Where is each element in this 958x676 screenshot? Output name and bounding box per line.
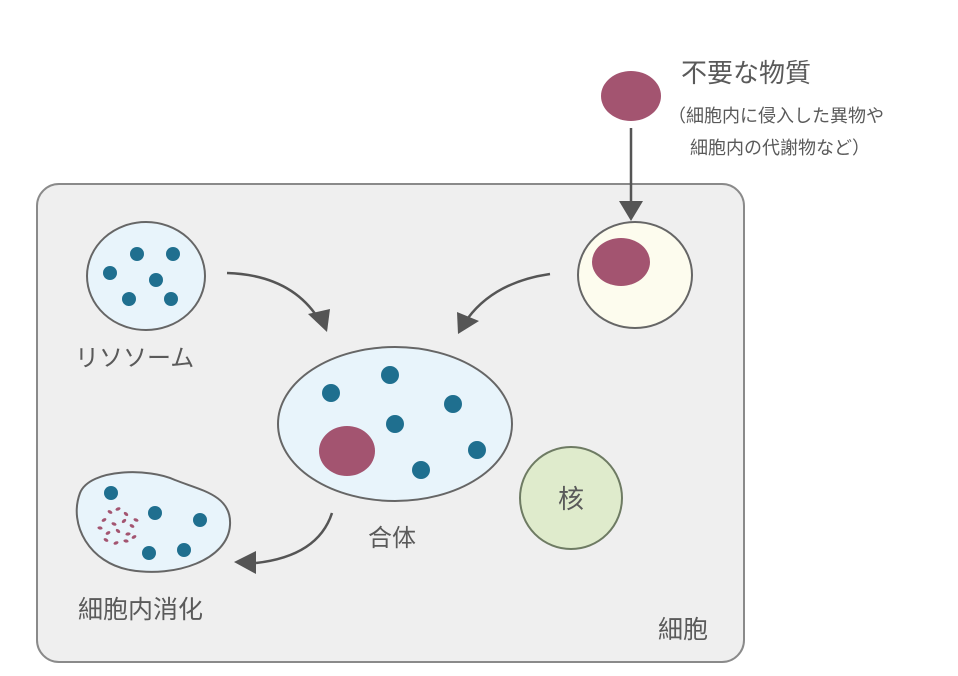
enzyme-dot: [103, 266, 117, 280]
unwanted-substance-note-line1: （細胞内に侵入した異物や: [668, 106, 884, 127]
arrow-lysosome-to-fusion-head: [308, 309, 330, 332]
digested-fragments: [97, 507, 139, 545]
digested-fragment: [97, 526, 103, 530]
unwanted-substance-blob: [601, 71, 661, 121]
digested-fragment: [123, 511, 129, 517]
enzyme-dot: [468, 441, 486, 459]
enzyme-dot: [412, 461, 430, 479]
enzyme-dot: [166, 247, 180, 261]
digested-fragment: [113, 541, 119, 545]
enzyme-dot: [381, 366, 399, 384]
digested-fragment: [125, 532, 131, 536]
nucleus: [519, 446, 623, 550]
enzyme-dot: [122, 292, 136, 306]
enzyme-dot: [177, 543, 191, 557]
enzyme-dot: [130, 247, 144, 261]
cell-label: 細胞: [658, 615, 708, 644]
unwanted-substance-label: 不要な物質: [681, 59, 811, 89]
digested-fragment: [115, 528, 121, 534]
lysosome-label: リソソーム: [75, 344, 194, 372]
fusion-substance: [319, 426, 375, 476]
digested-fragment: [121, 518, 127, 524]
arrow-phagosome-to-fusion-head: [457, 312, 479, 334]
arrow-fusion-to-digestion-head: [234, 551, 256, 574]
digested-fragment: [107, 510, 113, 514]
digested-fragment: [115, 507, 121, 511]
arrow-lysosome-to-fusion-shaft: [226, 271, 320, 319]
digested-fragment: [103, 538, 109, 542]
digestion-label: 細胞内消化: [78, 595, 203, 624]
arrow-substance-to-phagosome-head: [619, 201, 643, 221]
digested-fragment: [129, 524, 135, 528]
enzyme-dot: [386, 415, 404, 433]
digested-fragment: [111, 522, 117, 526]
arrow-fusion-to-digestion-shaft: [255, 512, 334, 565]
enzyme-dot: [148, 506, 162, 520]
fusion-label: 合体: [368, 524, 416, 552]
digested-fragment: [105, 531, 111, 535]
fusion-enzymes: [322, 366, 486, 479]
digestion-enzymes: [104, 486, 207, 560]
enzyme-dot: [149, 273, 163, 287]
enzyme-dot: [322, 384, 340, 402]
digested-fragment: [101, 518, 107, 522]
digested-fragment: [123, 539, 129, 543]
enzyme-dot: [104, 486, 118, 500]
digested-fragment: [131, 535, 137, 539]
digested-fragment: [133, 518, 139, 522]
phagosome-substance: [592, 238, 650, 286]
arrow-phagosome-to-fusion-shaft: [467, 272, 551, 319]
enzyme-dot: [193, 513, 207, 527]
lysosome-enzymes: [103, 247, 180, 306]
enzyme-dot: [164, 292, 178, 306]
enzyme-dot: [142, 546, 156, 560]
enzyme-dot: [444, 395, 462, 413]
unwanted-substance-note-line2: 細胞内の代謝物など）: [690, 138, 870, 159]
nucleus-label: 核: [558, 485, 584, 515]
